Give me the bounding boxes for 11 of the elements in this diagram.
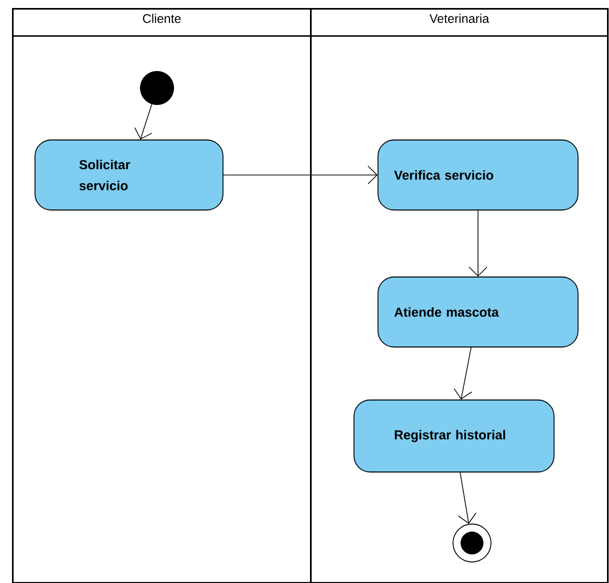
action-box: Solicitar servicio: [34, 140, 224, 210]
final-node: [452, 524, 492, 562]
arrow: [468, 210, 488, 277]
arrow: [223, 166, 378, 184]
action-box: Registrar historial: [354, 400, 554, 472]
arrow: [454, 347, 472, 400]
arrow: [134, 104, 152, 140]
action-box: Verifica servicio: [378, 140, 578, 210]
arrow: [458, 472, 476, 524]
action-box: Atiende mascota: [378, 276, 578, 348]
initial-node: [140, 71, 174, 105]
